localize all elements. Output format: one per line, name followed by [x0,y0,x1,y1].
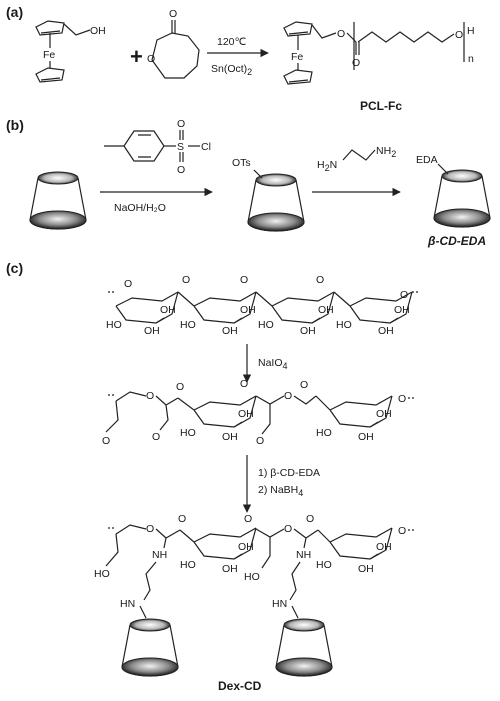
ox-ho-1: HO [180,427,196,439]
dextran-ho-2: HO [180,319,196,331]
pendant-cd-1 [121,618,179,677]
iron-label-product: Fe [291,51,303,63]
prod-oh-1: OH [238,541,254,553]
tosylated-cyclodextrin [247,173,305,232]
dextran-o-2: O [182,274,190,286]
prod-o-1: O [146,523,154,535]
prod-oh-4: OH [358,563,374,575]
ox-oh-2: OH [376,408,392,420]
panel-label-c: (c) [6,260,23,276]
carbonyl-oxygen: O [169,8,177,20]
sulfonyl-oxygen-bottom: O [177,164,185,176]
dextran-o-3: O [240,274,248,286]
sulfonyl-oxygen-top: O [177,118,185,130]
dextran-oh-2: OH [240,304,256,316]
ox-o-1: O [146,390,154,402]
plus-sign: + [130,44,143,69]
iron-label: Fe [43,49,55,61]
prod-o-2: O [178,513,186,525]
dextran-chain: O O O O O OH OH OH OH HO OH HO OH HO OH … [106,274,420,337]
ox-o-8: O [300,379,308,391]
eda-label: EDA [416,154,438,166]
ring-oxygen: O [147,53,155,65]
dextran-oh-3: OH [318,304,334,316]
amine-right: NH2 [376,145,396,159]
dextran-oh-6: OH [222,325,238,337]
arrow-a-catalyst: Sn(Oct)2 [211,63,252,77]
prod-oh-3: OH [222,563,238,575]
prod-hn-2: HN [272,598,287,610]
panel-a: (a) OH Fe + O O 120℃ Sn(Oct)2 O [6,4,475,113]
prod-o-3: O [244,513,252,525]
ox-oh-4: OH [358,431,374,443]
sulfur-label: S [177,141,184,153]
oxidized-dextran: O O O O O O O O O OH OH HO OH HO OH [102,378,416,447]
ox-o-5: O [240,378,248,390]
prod-o-4: O [284,523,292,535]
beta-cyclodextrin [29,171,87,230]
caprolactone: O O [147,8,200,79]
cd-eda-name: β-CD-EDA [427,234,486,248]
hydroxyl-label: OH [90,25,106,37]
dex-cd-name: Dex-CD [218,679,262,693]
prod-o-6: O [398,525,406,537]
prod-nh-2: NH [296,549,311,561]
ferrocenemethanol: OH Fe [35,20,106,83]
step2-line2: 2) NaBH4 [258,484,303,498]
dextran-o-5: O [400,289,408,301]
dextran-ho-1: HO [106,319,122,331]
dextran-oh-8: OH [378,325,394,337]
prod-hn-1: HN [120,598,135,610]
prod-ho-1: HO [94,568,110,580]
ox-oh-1: OH [238,408,254,420]
amine-left: H2N [317,159,337,173]
pcl-fc-name: PCL-Fc [360,99,402,113]
ots-label: OTs [232,157,251,169]
ethylenediamine: H2N NH2 [317,145,396,173]
dextran-oh-4: OH [394,304,410,316]
chloride-label: Cl [201,141,211,153]
prod-ho-2: HO [244,571,260,583]
arrow-a-temp: 120℃ [217,36,247,48]
dextran-o-1: O [124,278,132,290]
ox-ho-2: HO [316,427,332,439]
arrow-b1-conditions: NaOH/H₂O [114,202,166,214]
dextran-oh-7: OH [300,325,316,337]
ester-oxygen: O [337,28,345,40]
panel-b: (b) S Cl O O NaOH/H₂O OTs H2N NH2 [6,117,491,248]
dextran-oh-5: OH [144,325,160,337]
ox-o-7: O [284,390,292,402]
dextran-oh-1: OH [160,304,176,316]
carbonyl-oxygen-product: O [352,57,360,69]
pendant-cd-2 [275,618,333,677]
step2-line1: 1) β-CD-EDA [258,467,320,479]
prod-nh-1: NH [152,549,167,561]
dextran-ho-3: HO [258,319,274,331]
ox-oh-3: OH [222,431,238,443]
ox-o-9: O [398,393,406,405]
tosyl-chloride: S Cl O O [104,118,211,176]
ox-o-4: O [152,431,160,443]
panel-label-b: (b) [6,117,24,133]
ox-o-6: O [256,435,264,447]
terminal-h: H [467,25,475,37]
panel-c: (c) O O O O O OH OH OH OH HO OH HO OH HO… [6,260,420,693]
dextran-o-4: O [316,274,324,286]
prod-ho-4: HO [316,559,332,571]
terminal-oxygen: O [455,29,463,41]
panel-label-a: (a) [6,4,23,20]
prod-oh-2: OH [376,541,392,553]
pcl-fc-structure: O O O H n Fe [283,21,475,85]
repeat-n: n [468,53,474,65]
dextran-ho-4: HO [336,319,352,331]
dex-cd-structure: O O HO NH HN O O HO O NH HN [94,513,416,677]
cd-eda-product [433,169,491,228]
oxidation-reagent: NaIO4 [258,357,288,371]
prod-ho-3: HO [180,559,196,571]
prod-o-5: O [306,513,314,525]
ox-o-2: O [176,381,184,393]
ox-o-3: O [102,435,110,447]
